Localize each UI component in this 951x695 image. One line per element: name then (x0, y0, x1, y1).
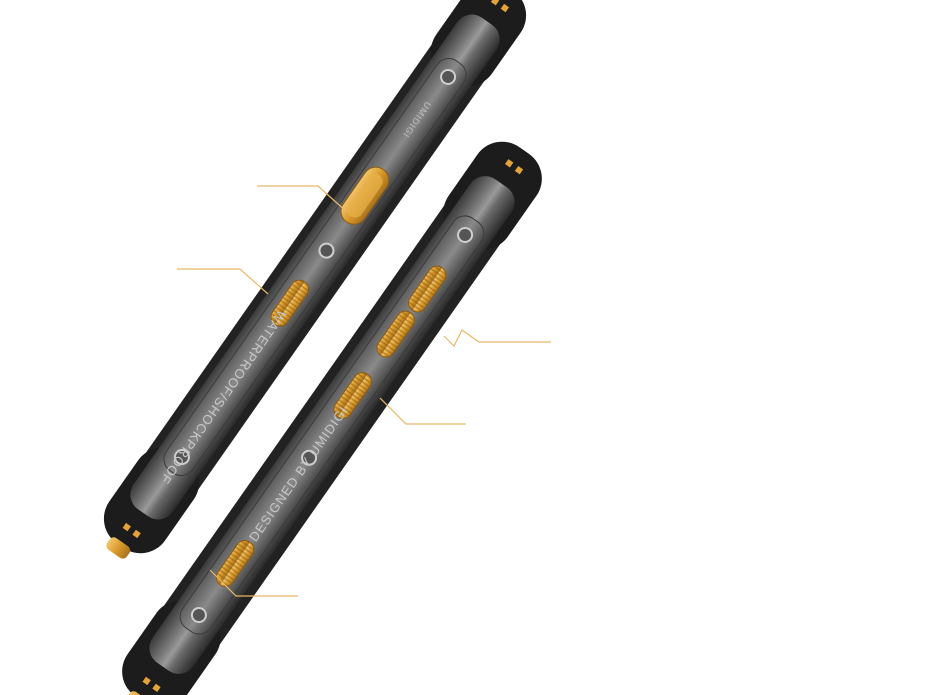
phone-upper-screw-1 (173, 449, 190, 466)
callout-volume-keys (443, 329, 551, 348)
phone-lower-screw-2 (301, 449, 318, 466)
phone-lower-screw-1 (190, 607, 207, 624)
phone-upper-accent-bottom-1 (122, 522, 131, 532)
phone-upper-accent-top-1 (490, 0, 500, 6)
phone-upper-lanyard-nub (106, 537, 131, 559)
phone-lower-custom-key (215, 540, 255, 587)
phone-lower-accent-bottom-2 (152, 683, 161, 693)
phone-lower-volume-key-2 (407, 265, 447, 313)
phone-upper-speaker-grille (270, 279, 310, 327)
phone-lower-accent-bottom-1 (142, 676, 151, 686)
phone-upper-screw-2 (440, 68, 457, 85)
callout-lower-grille (379, 397, 466, 425)
callouts (177, 185, 551, 597)
phone-lower-volume-down-key (333, 372, 372, 419)
phone-lower-accent-top-2 (514, 165, 524, 175)
callout-upper-speaker-grille (177, 268, 269, 295)
phone-upper-accent-bottom-2 (132, 529, 141, 539)
callout-fingerprint-key (257, 185, 348, 213)
phone-upper-side-panel (163, 58, 467, 476)
phone-upper-screw-3 (318, 242, 335, 259)
phone-lower-accent-top-1 (504, 159, 514, 168)
phone-upper-accent-top-2 (500, 3, 510, 13)
phone-lower-volume-key-1 (376, 310, 415, 358)
phone-lower-screw-3 (457, 226, 474, 243)
phone-upper-fingerprint-inner (347, 173, 383, 218)
callout-custom-key (209, 569, 298, 597)
